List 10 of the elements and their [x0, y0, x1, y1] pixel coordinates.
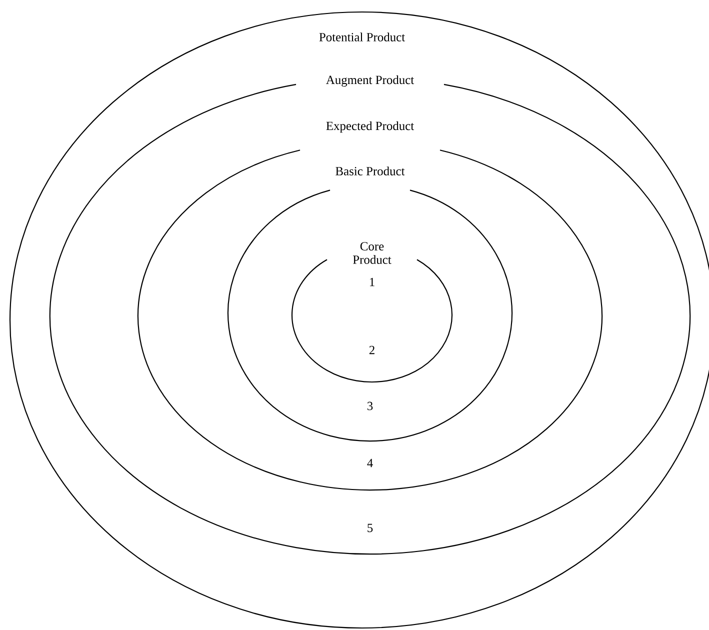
- ring-label: Augment Product: [326, 75, 414, 87]
- ring-label: Expected Product: [326, 121, 414, 133]
- ring-number: 3: [367, 402, 373, 410]
- ring-label: Basic Product: [336, 166, 405, 176]
- ring-number: 1: [370, 278, 374, 286]
- ring-label: Core Product: [353, 242, 392, 264]
- ring-number: 2: [369, 346, 374, 354]
- ring-number: 5: [368, 524, 373, 532]
- ring-number: 4: [367, 458, 373, 468]
- ring-label: Potential Product: [319, 32, 405, 42]
